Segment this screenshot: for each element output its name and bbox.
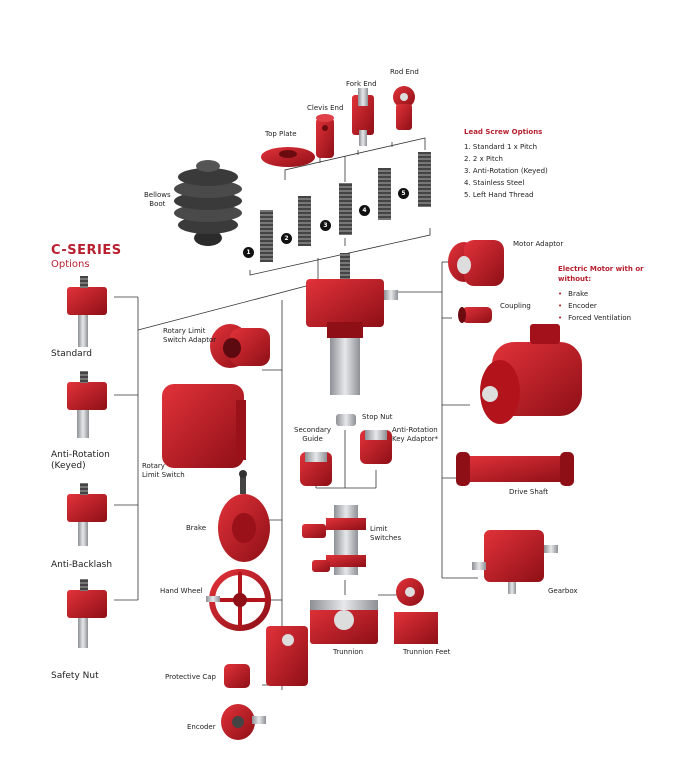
label-hand-wheel: Hand Wheel: [160, 587, 203, 595]
label-fork-end: Fork End: [346, 80, 377, 88]
option-anti-rotation-part: [67, 371, 107, 438]
label-standard: Standard: [51, 349, 92, 359]
label-gearbox: Gearbox: [548, 587, 578, 595]
label-protective-cap: Protective Cap: [165, 673, 216, 681]
label-coupling: Coupling: [500, 302, 531, 310]
label-top-plate: Top Plate: [265, 130, 297, 138]
option-anti-backlash-part: [67, 483, 107, 546]
lead-screw-badge-5: 5: [398, 188, 409, 199]
electric-motor-heading: Electric Motor with or without:: [558, 265, 644, 283]
label-anti-rotation-keyed: Anti-Rotation (Keyed): [51, 450, 110, 471]
option-standard-part: [67, 276, 107, 347]
label-trunnion-feet: Trunnion Feet: [403, 648, 451, 656]
label-motor-adaptor: Motor Adaptor: [513, 240, 564, 248]
coupling-part: [458, 307, 492, 323]
rod-end-part: [393, 86, 415, 130]
electric-motor-option: Brake: [558, 288, 631, 300]
lead-screw-options-list: 1. Standard 1 x Pitch 2. 2 x Pitch 3. An…: [464, 141, 548, 201]
label-encoder: Encoder: [187, 723, 216, 731]
drive-shaft-part: [456, 452, 574, 486]
limit-switches-part: [302, 505, 366, 575]
label-safety-nut: Safety Nut: [51, 671, 99, 681]
electric-motor-option: Forced Ventilation: [558, 312, 631, 324]
label-brake: Brake: [186, 524, 207, 532]
label-anti-backlash: Anti-Backlash: [51, 560, 113, 570]
label-rod-end: Rod End: [390, 68, 419, 76]
series-subtitle: Options: [51, 259, 90, 270]
label-drive-shaft: Drive Shaft: [509, 488, 549, 496]
label-rotary-limit-switch-adaptor: Rotary Limit Switch Adaptor: [163, 327, 217, 344]
electric-motor-options-list: Brake Encoder Forced Ventilation: [558, 288, 631, 324]
trunnion-part: [310, 600, 378, 644]
electric-motor-part: [480, 324, 582, 424]
label-trunnion: Trunnion: [333, 648, 364, 656]
motor-adaptor-part: [448, 240, 504, 286]
lead-screw-option: 2. 2 x Pitch: [464, 155, 503, 163]
anti-rotation-key-adaptor-part: [360, 430, 392, 464]
encoder-part: [221, 704, 266, 740]
gearbox-part: [472, 530, 558, 594]
lead-screw-option: 4. Stainless Steel: [464, 179, 525, 187]
lead-screw-option: 1. Standard 1 x Pitch: [464, 143, 538, 151]
lead-screw-heading: Lead Screw Options: [464, 128, 543, 136]
hand-wheel-part: [206, 569, 271, 631]
clevis-end-part: [316, 114, 334, 158]
lead-screw-badge-1: 1: [243, 247, 254, 258]
label-secondary-guide: Secondary Guide: [294, 426, 332, 443]
lead-screw-badge-3: 3: [320, 220, 331, 231]
top-plate-part: [261, 147, 315, 167]
option-safety-nut-part: [67, 579, 107, 648]
rotary-limit-switch-part: [162, 384, 246, 468]
label-stop-nut: Stop Nut: [362, 413, 393, 421]
lead-screws: [260, 152, 431, 262]
stop-nut-part: [336, 414, 356, 426]
main-screw-jack-part: [306, 253, 398, 395]
series-title: C-SERIES: [51, 243, 122, 258]
trunnion-feet-part: [394, 578, 438, 644]
lead-screw-badge-4: 4: [359, 205, 370, 216]
brake-part: [218, 470, 270, 562]
secondary-guide-part: [300, 452, 332, 486]
label-bellows-boot: Bellows Boot: [144, 191, 171, 208]
label-anti-rotation-key-adaptor: Anti-Rotation Key Adaptor*: [392, 426, 439, 443]
lead-screw-option: 5. Left Hand Thread: [464, 191, 534, 199]
rotary-limit-switch-adaptor-part: [210, 324, 270, 368]
label-limit-switches: Limit Switches: [370, 525, 402, 542]
protective-cap-part: [224, 626, 308, 688]
electric-motor-option: Encoder: [558, 300, 631, 312]
label-clevis-end: Clevis End: [307, 104, 344, 112]
label-rotary-limit-switch: Rotary Limit Switch: [142, 462, 185, 479]
fork-end-part: [352, 88, 374, 146]
lead-screw-badge-2: 2: [281, 233, 292, 244]
lead-screw-option: 3. Anti-Rotation (Keyed): [464, 167, 548, 175]
bellows-boot-part: [174, 160, 242, 246]
